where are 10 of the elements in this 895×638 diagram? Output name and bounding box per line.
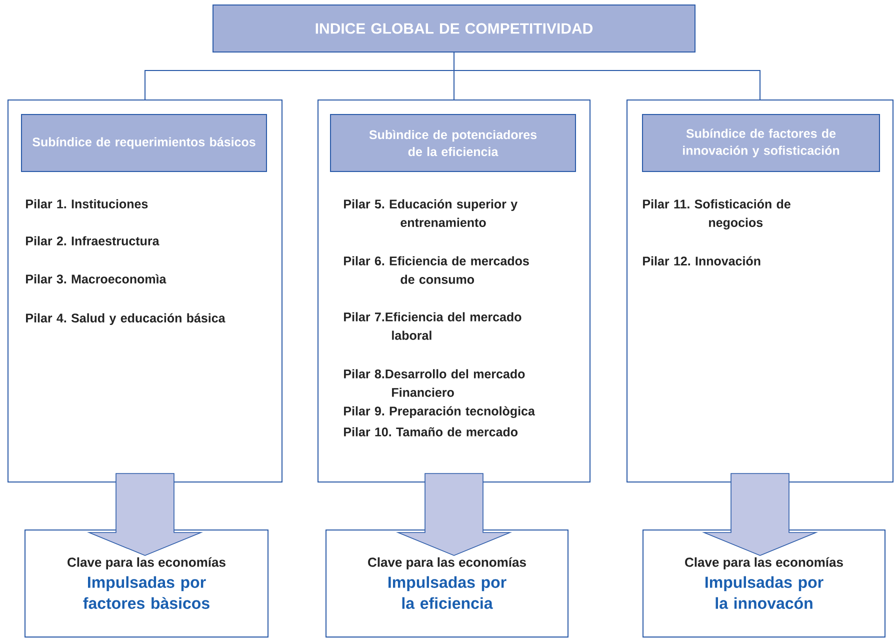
subindex-box: Subìndice de potenciadores de la eficiencia — [330, 114, 576, 172]
economy-box: Clave para las economías Impulsadas por factores bàsicos — [24, 530, 268, 638]
block-arrow — [86, 473, 204, 556]
economy-box: Clave para las economías Impulsadas por la eficiencia — [326, 530, 568, 638]
block-arrow — [702, 473, 818, 556]
economy-box: Clave para las economías Impulsadas por la innovacón — [642, 530, 886, 638]
block-arrow — [396, 473, 512, 556]
subindex-box: Subíndice de requerimientos básicos — [21, 114, 267, 172]
subindex-box: Subíndice de factores de innovación y sofisticación — [642, 114, 880, 172]
title-box: INDICE GLOBAL DE COMPETITIVIDAD — [212, 4, 696, 52]
